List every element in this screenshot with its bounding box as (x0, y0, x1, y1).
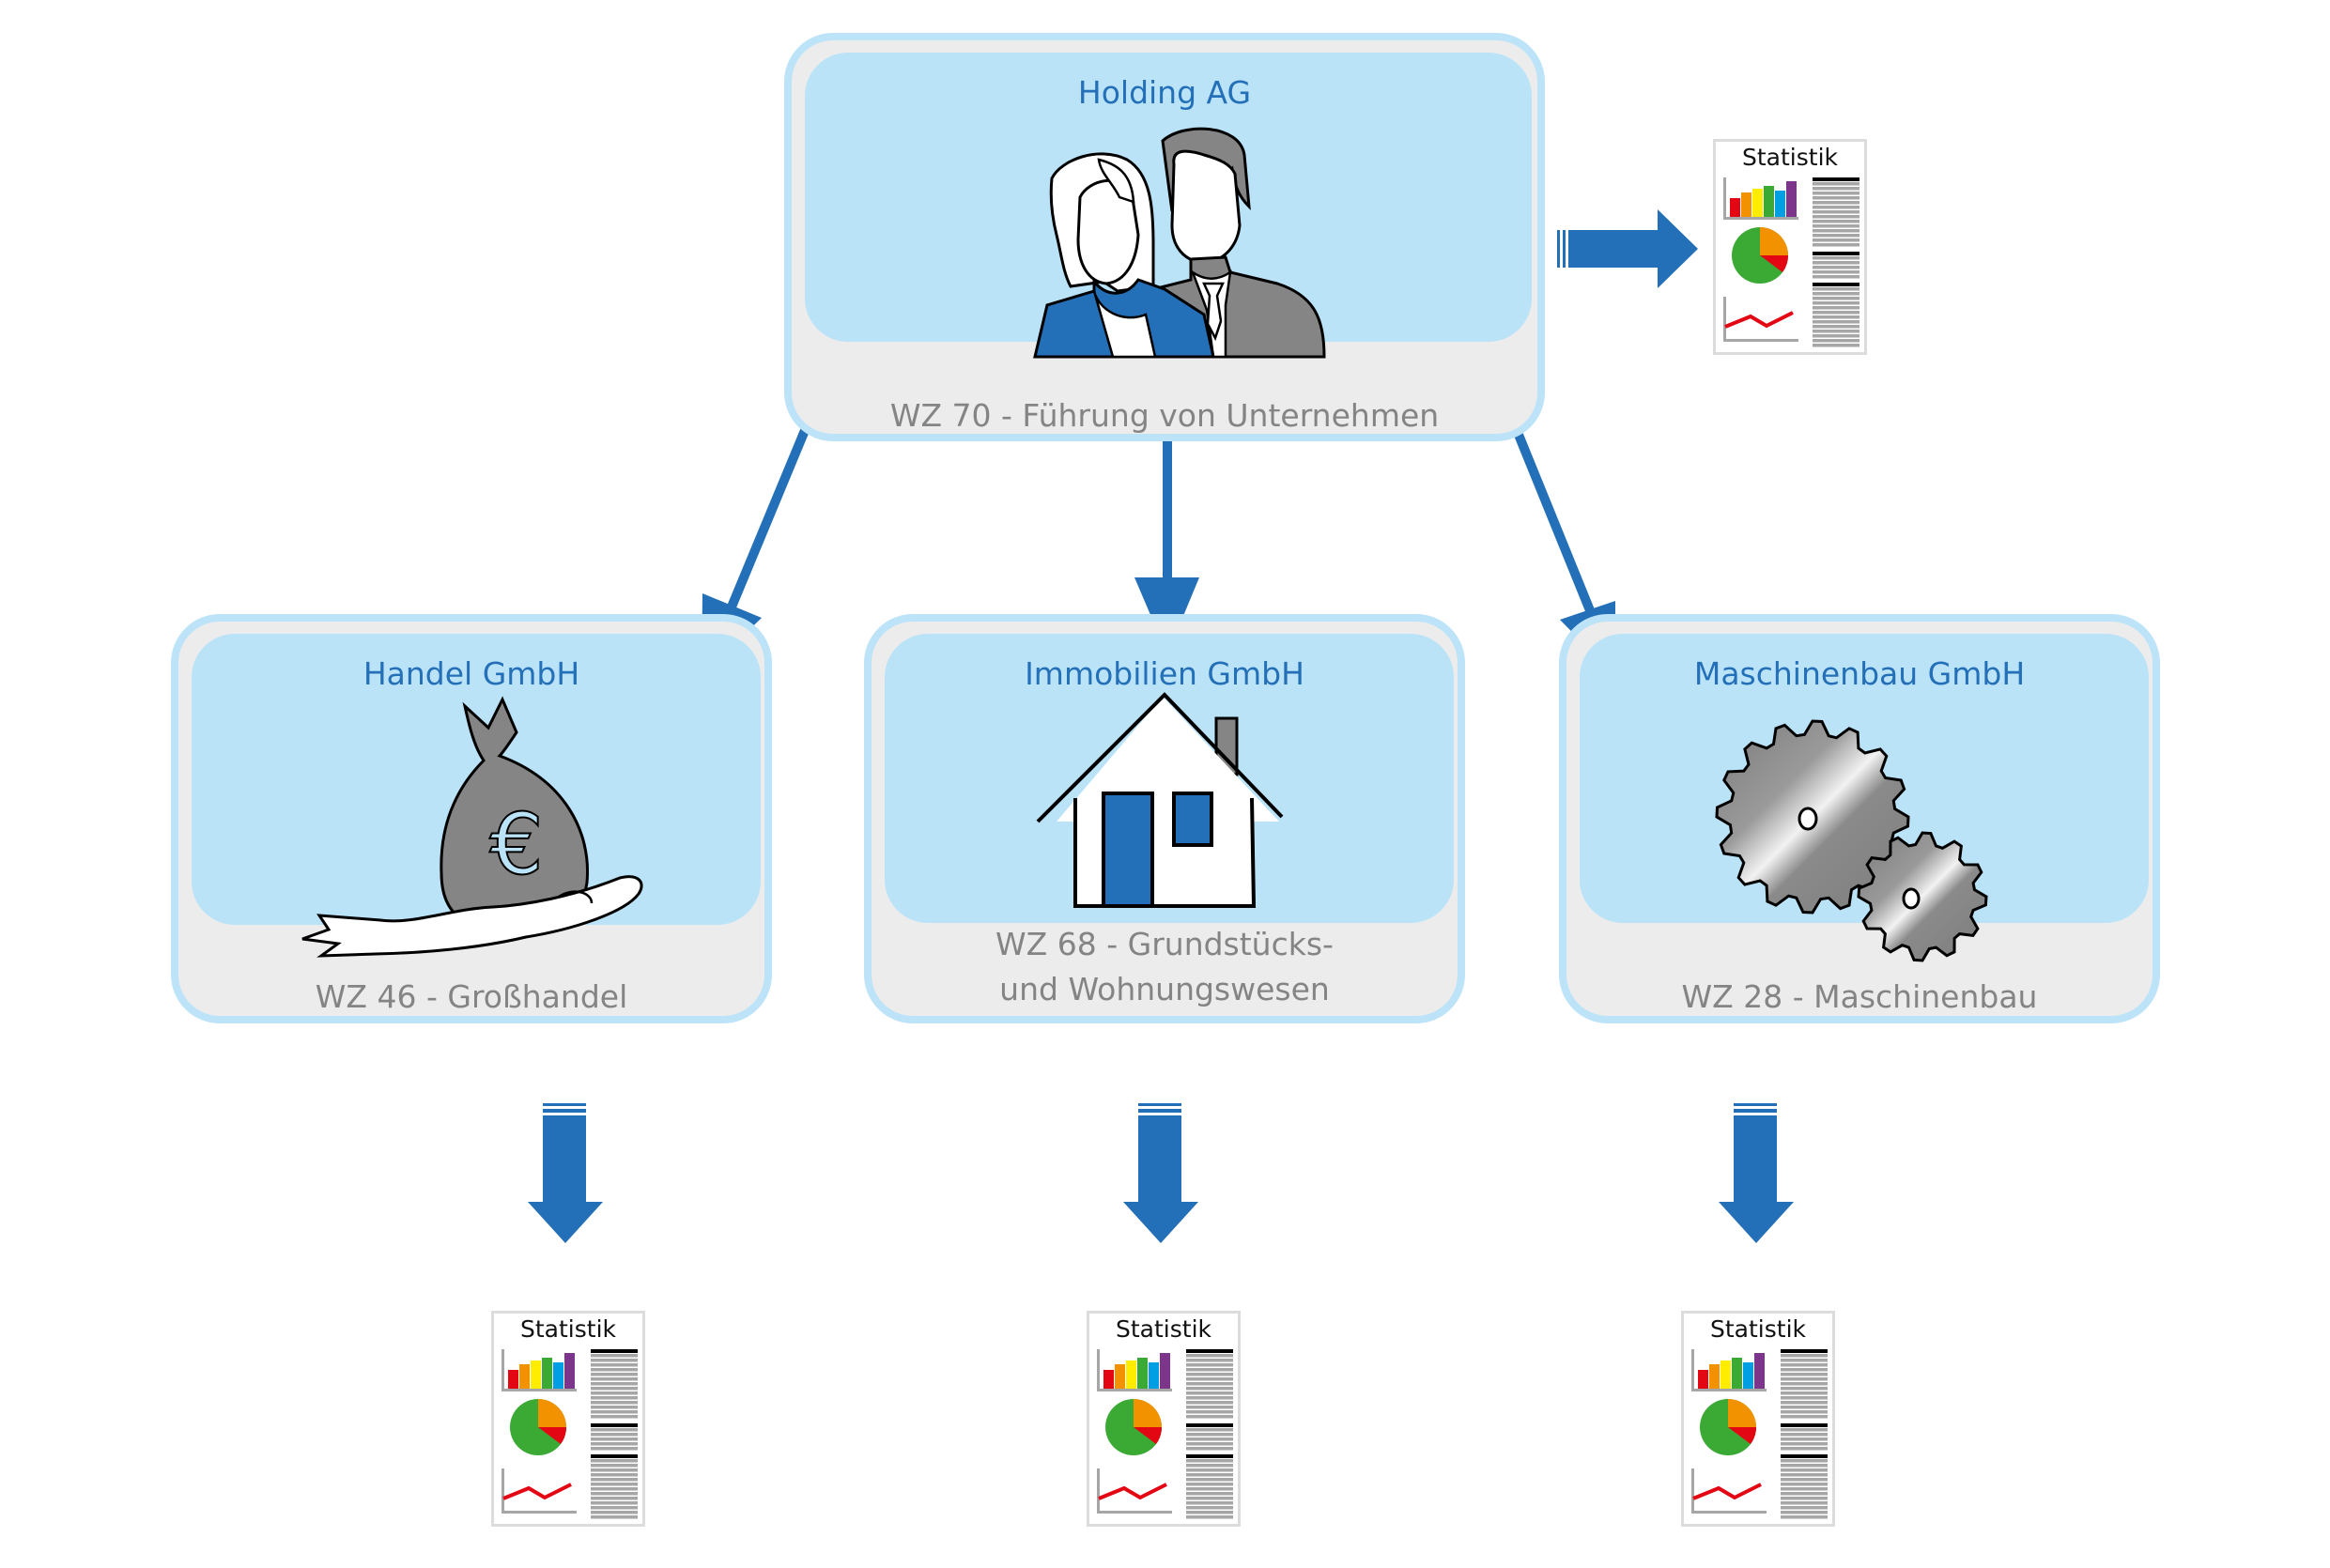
statistik-doc-graphics (1097, 1349, 1233, 1519)
mini-bar-axis-icon (1691, 1349, 1694, 1391)
mini-line-axis-icon (1691, 1468, 1694, 1514)
mini-bar (1137, 1358, 1148, 1389)
arrow-immobilien-to-statistik (1123, 1103, 1198, 1243)
arrow-holding-to-immobilien (1163, 430, 1172, 590)
subsidiary-classification: WZ 68 - Grundstücks- und Wohnungswesen (872, 922, 1458, 1012)
arrow-maschinenbau-to-statistik (1719, 1103, 1794, 1243)
mini-bar (519, 1364, 530, 1389)
mini-bar (1709, 1364, 1720, 1389)
statistik-doc-maschinenbau: Statistik (1681, 1311, 1835, 1527)
mini-bar (1754, 1353, 1765, 1389)
statistik-doc-handel: Statistik (491, 1311, 645, 1527)
statistik-doc-graphics (501, 1349, 638, 1519)
mini-bar (1741, 192, 1751, 217)
gears-icon (1715, 719, 1988, 962)
mini-bar (1160, 1353, 1170, 1389)
classification-line: WZ 68 - Grundstücks- (995, 926, 1334, 962)
subsidiary-title: Immobilien GmbH (1025, 655, 1304, 692)
mini-bar (1126, 1360, 1136, 1389)
mini-line-axis-icon (501, 1468, 504, 1514)
mini-bar (1115, 1364, 1125, 1389)
statistik-doc-graphics (1723, 177, 1859, 347)
mini-pie-icon (1732, 227, 1788, 284)
mini-bar (1720, 1360, 1731, 1389)
mini-line (1692, 1483, 1762, 1500)
svg-text:€: € (489, 795, 543, 894)
mini-bar (542, 1358, 552, 1389)
big-gear-hole (1798, 807, 1818, 831)
statistik-doc-graphics (1691, 1349, 1828, 1519)
mini-bar (1743, 1362, 1753, 1389)
classification-line: WZ 28 - Maschinenbau (1681, 978, 2038, 1015)
holding-title: Holding AG (1077, 74, 1252, 111)
mini-bar-axis-icon (1723, 177, 1726, 220)
subsidiary-classification: WZ 46 - Großhandel (178, 975, 764, 1020)
statistik-doc-title: Statistik (1742, 144, 1838, 171)
mini-line (502, 1483, 572, 1500)
mini-bar (564, 1353, 575, 1389)
statistik-doc-title: Statistik (520, 1315, 616, 1343)
mini-line (1724, 311, 1794, 329)
small-gear (1857, 831, 1988, 962)
mini-bar (1764, 186, 1774, 217)
small-gear-hole (1902, 887, 1921, 910)
arrow-handel-to-statistik (528, 1103, 603, 1243)
mini-bar-axis-icon (1097, 1349, 1100, 1391)
house-icon (1036, 692, 1284, 908)
mini-bar-axis-icon (501, 1349, 504, 1391)
money-bag-euro-icon: € (301, 696, 643, 958)
mini-bar (1775, 191, 1785, 217)
mini-bar (553, 1362, 563, 1389)
mini-bar (508, 1370, 518, 1389)
mini-pie-icon (510, 1399, 566, 1455)
subsidiary-title: Handel GmbH (363, 655, 580, 692)
arrow-holding-to-statistik (1557, 209, 1698, 288)
holding-classification: WZ 70 - Führung von Unternehmen (889, 397, 1440, 434)
mini-bar (1103, 1370, 1114, 1389)
mini-bar (1752, 189, 1763, 217)
subsidiary-classification: WZ 28 - Maschinenbau (1566, 975, 2153, 1020)
mini-line-axis-icon (1097, 1468, 1100, 1514)
mini-line-axis-icon (1723, 297, 1726, 342)
mini-bar (1732, 1358, 1742, 1389)
mini-bar (1149, 1362, 1159, 1389)
statistik-doc-title: Statistik (1710, 1315, 1806, 1343)
holding-box: Holding AG WZ 70 - Führung von Unternehm… (784, 33, 1545, 441)
business-people-icon (1033, 127, 1326, 359)
statistik-doc-title: Statistik (1116, 1315, 1211, 1343)
statistik-doc-holding: Statistik (1713, 139, 1867, 355)
mini-line (1098, 1483, 1167, 1500)
classification-line: WZ 46 - Großhandel (315, 978, 628, 1015)
subsidiary-title: Maschinenbau GmbH (1693, 655, 2026, 692)
mini-bar (1786, 181, 1797, 217)
mini-bar (1730, 198, 1740, 217)
mini-pie-icon (1105, 1399, 1162, 1455)
mini-bar (1698, 1370, 1708, 1389)
mini-bar (531, 1360, 541, 1389)
statistik-doc-immobilien: Statistik (1087, 1311, 1241, 1527)
mini-pie-icon (1700, 1399, 1756, 1455)
classification-line: und Wohnungswesen (999, 971, 1330, 1007)
